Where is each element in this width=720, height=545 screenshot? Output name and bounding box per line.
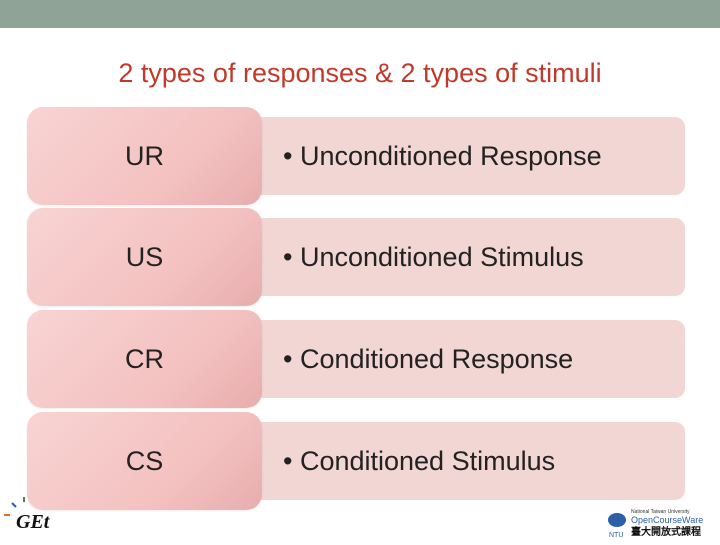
term-box: US bbox=[27, 208, 262, 306]
list-item: CR • Conditioned Response bbox=[27, 310, 687, 410]
list-item: US • Unconditioned Stimulus bbox=[27, 208, 687, 308]
term-box: CS bbox=[27, 412, 262, 510]
definition-text: • Conditioned Stimulus bbox=[283, 445, 556, 476]
svg-text:臺大開放式課程: 臺大開放式課程 bbox=[631, 525, 701, 538]
svg-text:NTU: NTU bbox=[609, 532, 623, 539]
svg-text:OpenCourseWare: OpenCourseWare bbox=[631, 515, 703, 525]
top-bar bbox=[0, 0, 720, 28]
svg-text:National Taiwan University: National Taiwan University bbox=[631, 509, 690, 515]
list-item: CS • Conditioned Stimulus bbox=[27, 412, 687, 512]
definition-box bbox=[252, 320, 685, 398]
definition-text: • Unconditioned Stimulus bbox=[283, 241, 584, 272]
list-item: UR • Unconditioned Response bbox=[27, 107, 687, 207]
slide-title: 2 types of responses & 2 types of stimul… bbox=[118, 58, 602, 88]
definition-text: • Unconditioned Response bbox=[283, 140, 602, 171]
definition-text: • Conditioned Response bbox=[283, 343, 574, 374]
definition-box bbox=[252, 117, 685, 195]
definition-box bbox=[252, 422, 685, 500]
definition-box bbox=[252, 218, 685, 296]
term-box: CR bbox=[27, 310, 262, 408]
ntu-ocw-logo: NTU National Taiwan University OpenCours… bbox=[607, 505, 717, 540]
svg-text:GEt: GEt bbox=[16, 511, 51, 533]
get-logo: GEt bbox=[2, 495, 82, 540]
term-box: UR bbox=[27, 107, 262, 205]
